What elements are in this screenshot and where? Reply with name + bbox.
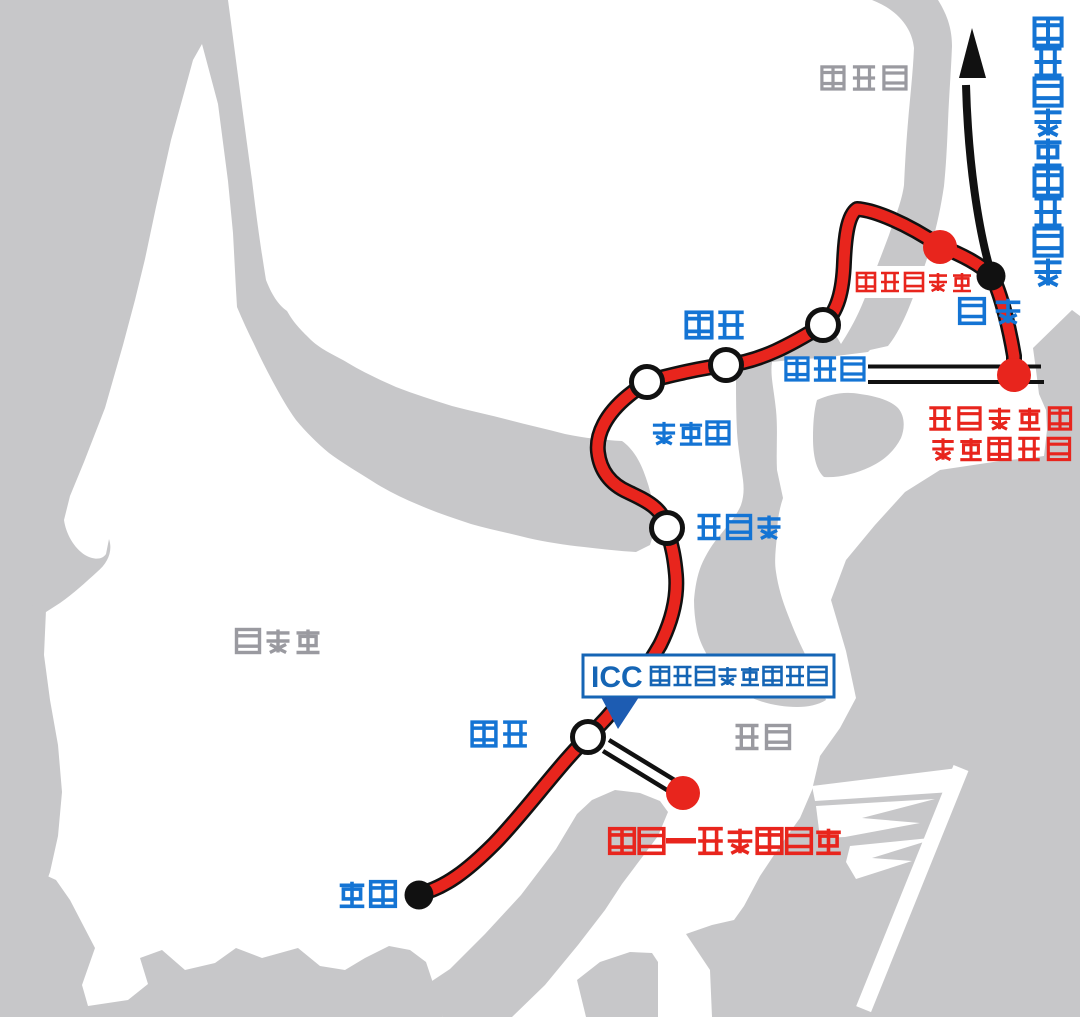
svg-text:ICC: ICC	[591, 661, 643, 694]
